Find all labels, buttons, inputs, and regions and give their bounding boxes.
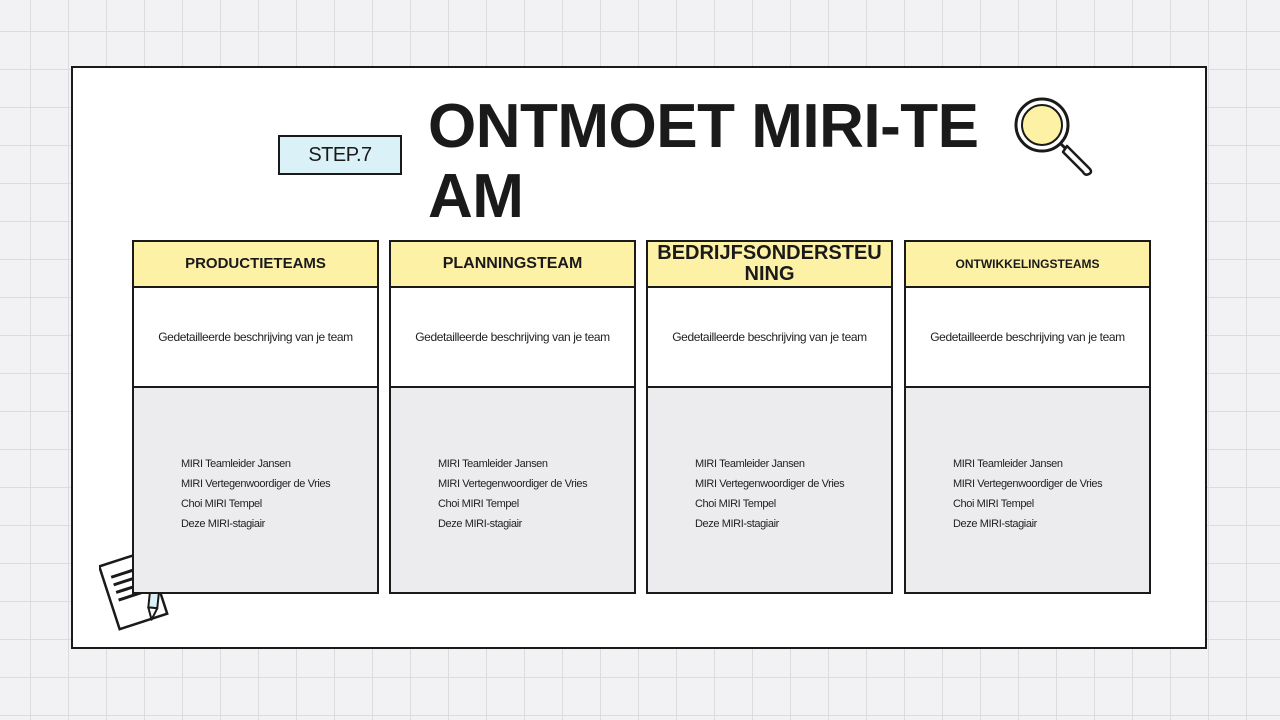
- team-member-list: MIRI Teamleider Jansen MIRI Vertegenwoor…: [906, 388, 1149, 534]
- team-card-header: PRODUCTIETEAMS: [134, 242, 377, 288]
- team-member: MIRI Teamleider Jansen: [181, 458, 291, 470]
- team-member: Choi MIRI Tempel: [953, 498, 1034, 510]
- team-member: MIRI Teamleider Jansen: [953, 458, 1063, 470]
- team-member: Deze MIRI-stagiair: [953, 518, 1037, 530]
- page-title: ONTMOET MIRI-TEAM: [428, 92, 979, 231]
- team-member: Choi MIRI Tempel: [695, 498, 776, 510]
- slide: STEP.7 ONTMOET MIRI-TEAM PRODUCTIETEAMS …: [71, 66, 1207, 649]
- team-member: MIRI Vertegenwoordiger de Vries: [438, 478, 588, 490]
- team-card-description: Gedetailleerde beschrijving van je team: [906, 288, 1149, 388]
- team-member: Deze MIRI-stagiair: [181, 518, 265, 530]
- team-member: MIRI Teamleider Jansen: [695, 458, 805, 470]
- team-card-description: Gedetailleerde beschrijving van je team: [648, 288, 891, 388]
- team-member: MIRI Teamleider Jansen: [438, 458, 548, 470]
- team-member-list: MIRI Teamleider Jansen MIRI Vertegenwoor…: [134, 388, 377, 534]
- team-member-list: MIRI Teamleider Jansen MIRI Vertegenwoor…: [391, 388, 634, 534]
- team-member: Deze MIRI-stagiair: [695, 518, 779, 530]
- team-member: Choi MIRI Tempel: [181, 498, 262, 510]
- team-member: Choi MIRI Tempel: [438, 498, 519, 510]
- team-card-bedrijfsondersteuning: BEDRIJFSONDERSTEUNING Gedetailleerde bes…: [646, 240, 893, 594]
- team-member: MIRI Vertegenwoordiger de Vries: [953, 478, 1103, 490]
- step-badge: STEP.7: [278, 135, 402, 175]
- team-card-header: PLANNINGSTEAM: [391, 242, 634, 288]
- team-member: MIRI Vertegenwoordiger de Vries: [181, 478, 331, 490]
- team-card-planningsteam: PLANNINGSTEAM Gedetailleerde beschrijvin…: [389, 240, 636, 594]
- team-member-list: MIRI Teamleider Jansen MIRI Vertegenwoor…: [648, 388, 891, 534]
- magnifying-glass-icon: [1014, 97, 1093, 176]
- team-member: MIRI Vertegenwoordiger de Vries: [695, 478, 845, 490]
- team-member: Deze MIRI-stagiair: [438, 518, 522, 530]
- team-card-ontwikkelingsteams: ONTWIKKELINGSTEAMS Gedetailleerde beschr…: [904, 240, 1151, 594]
- team-card-header: BEDRIJFSONDERSTEUNING: [648, 242, 891, 288]
- team-card-header: ONTWIKKELINGSTEAMS: [906, 242, 1149, 288]
- team-card-productieteams: PRODUCTIETEAMS Gedetailleerde beschrijvi…: [132, 240, 379, 594]
- team-card-description: Gedetailleerde beschrijving van je team: [391, 288, 634, 388]
- team-card-description: Gedetailleerde beschrijving van je team: [134, 288, 377, 388]
